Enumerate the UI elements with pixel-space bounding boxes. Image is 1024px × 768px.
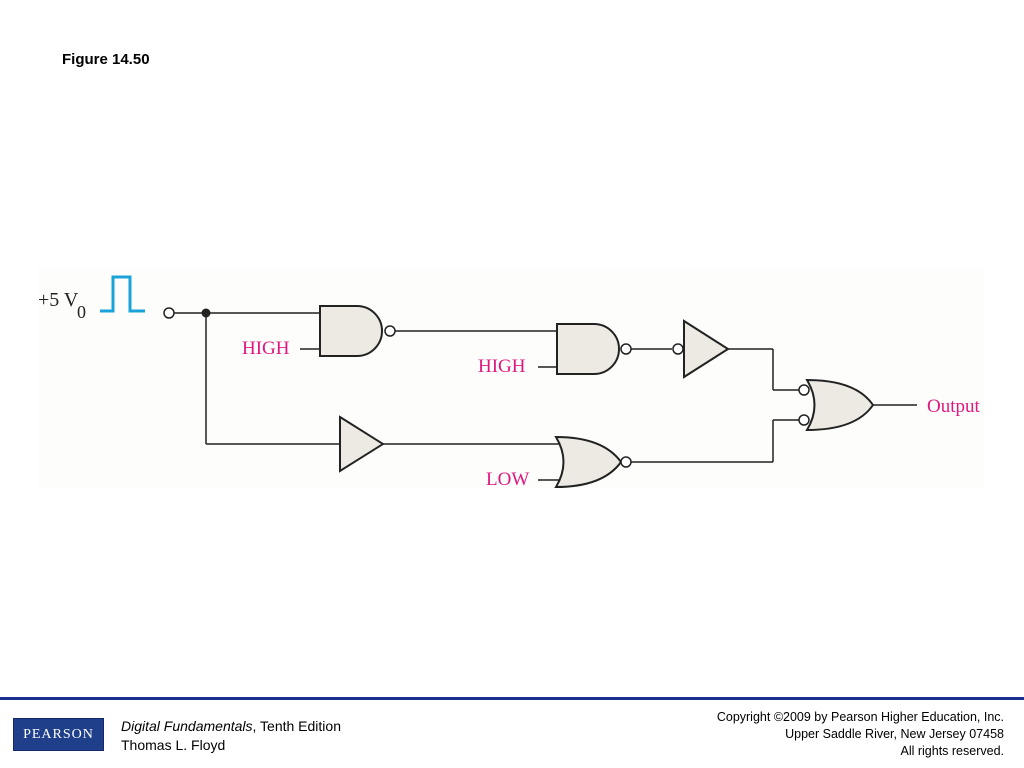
- nor-gate: [554, 435, 632, 489]
- diagram-panel: [38, 268, 984, 488]
- inverter-gate: [672, 319, 730, 379]
- label-high-1: HIGH: [242, 338, 290, 359]
- nand-gate-2: [556, 323, 632, 375]
- copyright-notice: Copyright ©2009 by Pearson Higher Educat…: [717, 709, 1004, 760]
- buffer-gate: [339, 415, 385, 473]
- nand-gate-1: [319, 305, 396, 357]
- pulse-waveform: [100, 275, 145, 313]
- book-title-line: Digital Fundamentals, Tenth Edition: [121, 717, 341, 736]
- book-author: Thomas L. Floyd: [121, 737, 226, 753]
- wires: [174, 312, 917, 481]
- book-info: Digital Fundamentals, Tenth Edition Thom…: [121, 717, 341, 755]
- logo-text: PEARSON: [23, 726, 94, 742]
- or-gate-inverted-inputs: [798, 378, 875, 432]
- pearson-logo: PEARSON: [13, 718, 104, 751]
- copyright-line-3: All rights reserved.: [900, 744, 1004, 758]
- footer-divider: [0, 697, 1024, 700]
- logic-circuit-diagram: +5 V 0: [38, 275, 981, 490]
- copyright-line-1: Copyright ©2009 by Pearson Higher Educat…: [716, 710, 1004, 724]
- label-low: LOW: [486, 469, 529, 490]
- book-edition: , Tenth Edition: [252, 718, 341, 734]
- supply-label: +5 V: [38, 289, 79, 311]
- ground-label: 0: [77, 302, 86, 322]
- figure-title: Figure 14.50: [62, 51, 150, 68]
- book-title: Digital Fundamentals: [121, 718, 253, 734]
- label-high-2: HIGH: [478, 356, 526, 377]
- label-output: Output: [927, 396, 981, 417]
- input-terminal: [163, 307, 175, 319]
- copyright-line-2: Upper Saddle River, New Jersey 07458: [785, 727, 1004, 741]
